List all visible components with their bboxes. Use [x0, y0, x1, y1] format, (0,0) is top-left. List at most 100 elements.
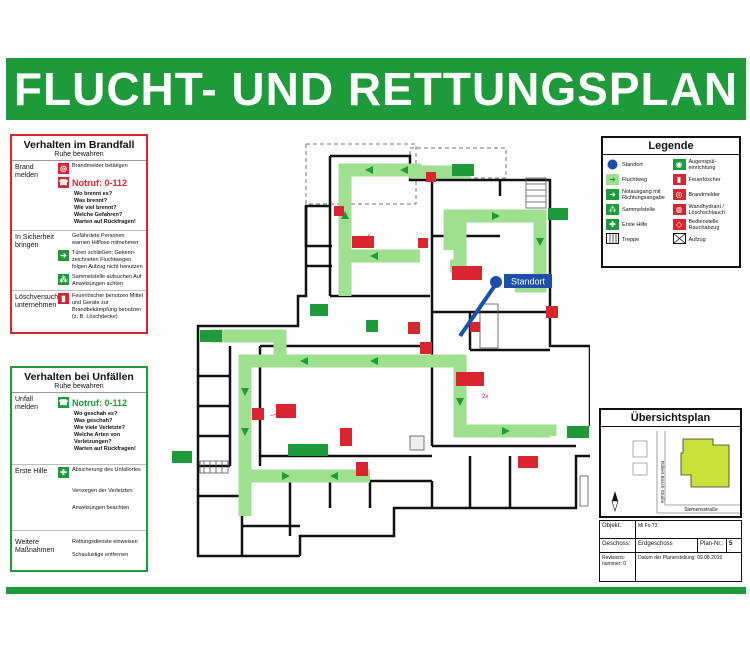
legend-item: Standort	[606, 158, 670, 171]
assembly-point-icon	[288, 444, 328, 456]
escape-arrow-icon: ➜	[606, 174, 619, 185]
fire-alarm-text: Brandmelder betätigen	[72, 163, 128, 169]
arrow-icon	[241, 388, 249, 396]
date-label: Datum der Planerstellung:	[638, 555, 696, 561]
emergency-exit-icon	[567, 426, 589, 438]
fire-hose-icon	[456, 372, 484, 386]
arrow-icon	[370, 252, 378, 260]
legend-item: ➜ Notausgang mit Richtungsangabe	[606, 188, 670, 201]
assembly-point-icon: ⁂	[58, 274, 69, 285]
legend-item: Aufzug	[672, 233, 737, 247]
arrow-icon	[536, 238, 544, 246]
elevator-icon	[672, 233, 686, 244]
legend-title: Legende	[603, 138, 739, 155]
fire-extinguisher-icon	[252, 408, 264, 420]
fire-question: Was brennt?	[74, 198, 108, 204]
first-aid-text-3: Anweisungen beachten	[72, 505, 130, 511]
arrow-icon	[300, 357, 308, 365]
location-marker: Standort	[458, 274, 552, 338]
phone-icon: ☎	[58, 177, 69, 188]
legend-item: ◍ Wandhydrant / Löschschlauch	[672, 203, 737, 216]
plan-details	[199, 177, 589, 507]
legend-label: Aufzug	[688, 237, 706, 243]
leader-lines	[269, 233, 371, 417]
fire-extinguisher-icon	[418, 238, 428, 248]
arrow-icon	[400, 166, 408, 174]
emergency-exit-icon	[172, 451, 192, 463]
fire-extinguish-label: Löschversuch unternehmen	[15, 294, 59, 309]
first-aid-label: Erste Hilfe	[15, 468, 48, 475]
fire-panel-title: Verhalten im Brandfall	[23, 139, 135, 151]
fire-safety-text-2: Türen schließen; Gekenn-zeichneten Fluch…	[72, 250, 143, 270]
object-value: Mi Fo 73	[638, 523, 658, 529]
overview-map: Robert-Bosch-Straße Siemensstraße	[611, 431, 740, 514]
fire-extinguisher-icon	[426, 172, 436, 182]
fire-safety-text-1: Gefährdete Personen warnen Hilflose mitn…	[72, 233, 139, 246]
first-aid-row: Erste Hilfe ✚ Absicherung des Unfallorte…	[12, 465, 146, 531]
legend-item: ⁂ Sammelstelle	[606, 203, 670, 216]
arrow-icon	[456, 398, 464, 406]
accident-question: Welche Arten von Verletzungen?	[74, 432, 121, 445]
legend-label: Brandmelder	[688, 191, 721, 198]
emergency-exit-icon	[200, 330, 222, 342]
emergency-exit-icon	[548, 208, 568, 220]
legend-item: ◉ Augenspül-einrichtung	[672, 158, 737, 171]
fire-extinguisher-icon	[420, 342, 432, 354]
legend-item: ✚ Erste Hilfe	[606, 218, 670, 231]
floor-plan: Standort 2x	[172, 143, 590, 558]
phone-icon: ☎	[58, 397, 69, 408]
accident-behaviour-panel: Verhalten bei Unfällen Ruhe bewahren Unf…	[10, 366, 148, 572]
legend-label: Feuerlöscher	[688, 176, 721, 183]
fire-emergency-number: Notruf: 0-112	[72, 177, 128, 188]
accident-question: Was geschah?	[74, 418, 113, 424]
legend-label: Notausgang mit Richtungsangabe	[622, 188, 665, 201]
accident-question: Wie viele Verletzte?	[74, 425, 126, 431]
first-aid-text-2: Versorgen der Verletzten	[72, 488, 133, 494]
eye-wash-icon: ◉	[672, 159, 686, 170]
legend-label: Standort	[622, 161, 643, 168]
route-arrows	[241, 166, 544, 480]
fire-alarm-icon	[334, 206, 344, 216]
arrow-icon	[330, 472, 338, 480]
fire-extinguisher-icon: ▮	[58, 293, 69, 304]
location-dot-icon	[490, 276, 502, 288]
location-pointer	[458, 282, 498, 338]
fire-alarm-icon	[408, 322, 420, 334]
legend-label: Bedienstelle Rauchabzug	[688, 218, 720, 231]
building-highlight	[680, 438, 730, 488]
legend-item: Treppe	[606, 233, 670, 247]
emergency-exit-icon: ➜	[606, 189, 619, 200]
overview-title: Übersichtsplan	[601, 410, 740, 427]
arrow-icon	[341, 211, 349, 219]
fire-extinguish-text: Feuerlöscher benutzen Mittel und Geräte …	[72, 293, 143, 320]
assembly-point-icon: ⁂	[606, 204, 619, 215]
fire-safety-label: In Sicherheit bringen	[15, 234, 54, 249]
legend-label: Sammelstelle	[622, 206, 656, 213]
accident-emergency-number: Notruf: 0-112	[72, 397, 128, 408]
legend-item: ➜ Fluchtweg	[606, 173, 670, 186]
fire-alarm-icon: ◎	[672, 189, 686, 200]
fire-question: Welche Gefahren?	[74, 212, 123, 218]
fire-safety-row: In Sicherheit bringen Gefährdete Persone…	[12, 231, 146, 291]
page-title: FLUCHT- UND RETTUNGSPLAN	[6, 58, 746, 120]
stairs-icon	[606, 233, 619, 244]
object-label: Objekt:	[600, 521, 636, 538]
fire-panel-subtitle: Ruhe bewahren	[12, 151, 146, 161]
arrow-icon	[370, 357, 378, 365]
first-aid-icon: ✚	[606, 219, 619, 230]
arrow-icon	[365, 166, 373, 174]
plan-info-block: Objekt: Mi Fo 73 Geschoss: Erdgeschoss P…	[599, 520, 742, 582]
legend-label: Augenspül-einrichtung	[688, 158, 717, 171]
further-measures-text-2: Schaulustige entfernen	[72, 552, 129, 558]
fire-extinguish-row: Löschversuch unternehmen ▮ Feuerlöscher …	[12, 291, 146, 339]
arrow-icon	[492, 212, 500, 220]
standort-label: Standort	[511, 277, 546, 287]
plan-number-label: Plan-Nr.:	[697, 539, 727, 552]
legend: Legende Standort ◉ Augenspül-einrichtung…	[601, 136, 741, 268]
revision-value: 0	[623, 561, 626, 567]
fire-safety-text-3: Sammelstelle aufsuchen Auf Anweisungen a…	[72, 274, 142, 287]
exit-signs	[172, 164, 589, 463]
fire-alarm-icon	[470, 322, 480, 332]
emergency-exit-icon	[310, 304, 328, 316]
